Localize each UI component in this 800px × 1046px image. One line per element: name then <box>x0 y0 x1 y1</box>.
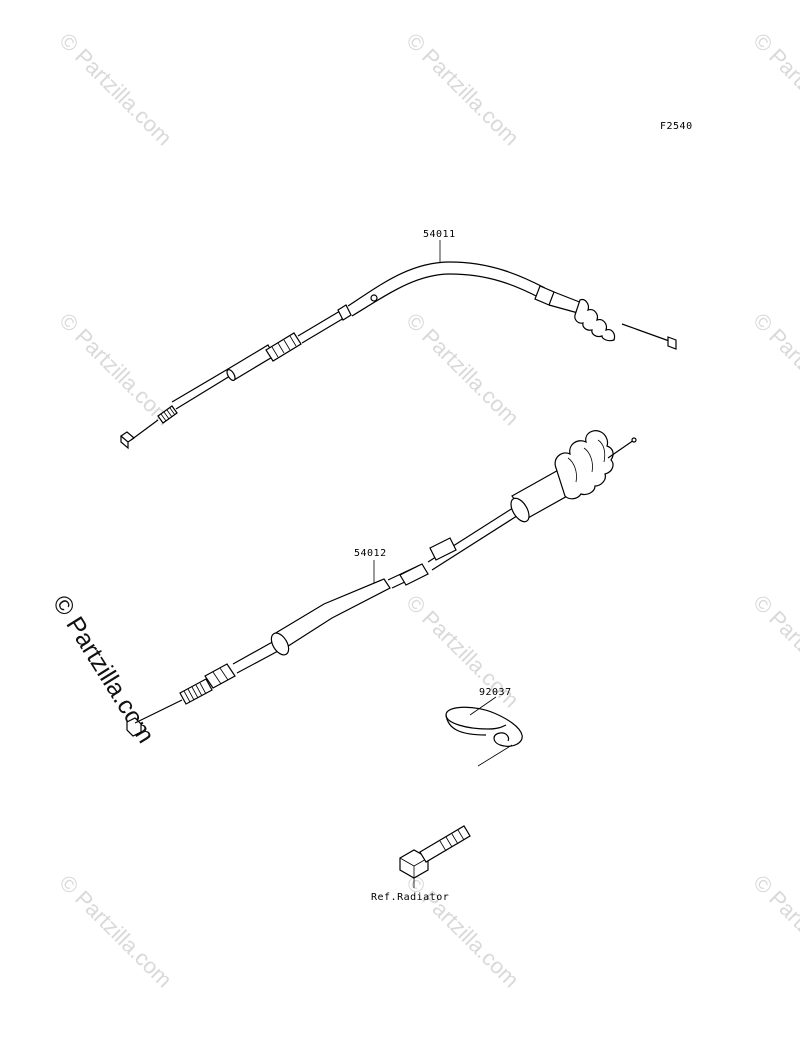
watermark-text: © Partzilla.com <box>748 870 800 993</box>
watermark-text: © Partzilla.com <box>748 28 800 151</box>
cable-54012[interactable] <box>126 430 637 737</box>
part-label-54012[interactable]: 54012 <box>354 548 387 559</box>
figure-code: F2540 <box>660 121 693 132</box>
leader-line <box>469 696 497 716</box>
watermark-main: © Partzilla.com <box>47 590 160 748</box>
watermark-text: © Partzilla.com <box>401 870 524 993</box>
cable-54011[interactable] <box>120 261 677 450</box>
reference-label: Ref.Radiator <box>371 892 449 903</box>
watermark-text: © Partzilla.com <box>54 308 177 431</box>
watermark-text: © Partzilla.com <box>54 870 177 993</box>
part-label-92037[interactable]: 92037 <box>479 687 512 698</box>
radiator-bolt[interactable] <box>399 825 471 879</box>
watermark-text: © Partzilla.com <box>401 308 524 431</box>
watermark-text: © Partzilla.com <box>54 28 177 151</box>
clamp-92037[interactable] <box>445 706 523 767</box>
watermark-text: © Partzilla.com <box>748 308 800 431</box>
watermark-text: © Partzilla.com <box>401 28 524 151</box>
part-label-54011[interactable]: 54011 <box>423 229 456 240</box>
watermark-text: © Partzilla.com <box>748 590 800 713</box>
